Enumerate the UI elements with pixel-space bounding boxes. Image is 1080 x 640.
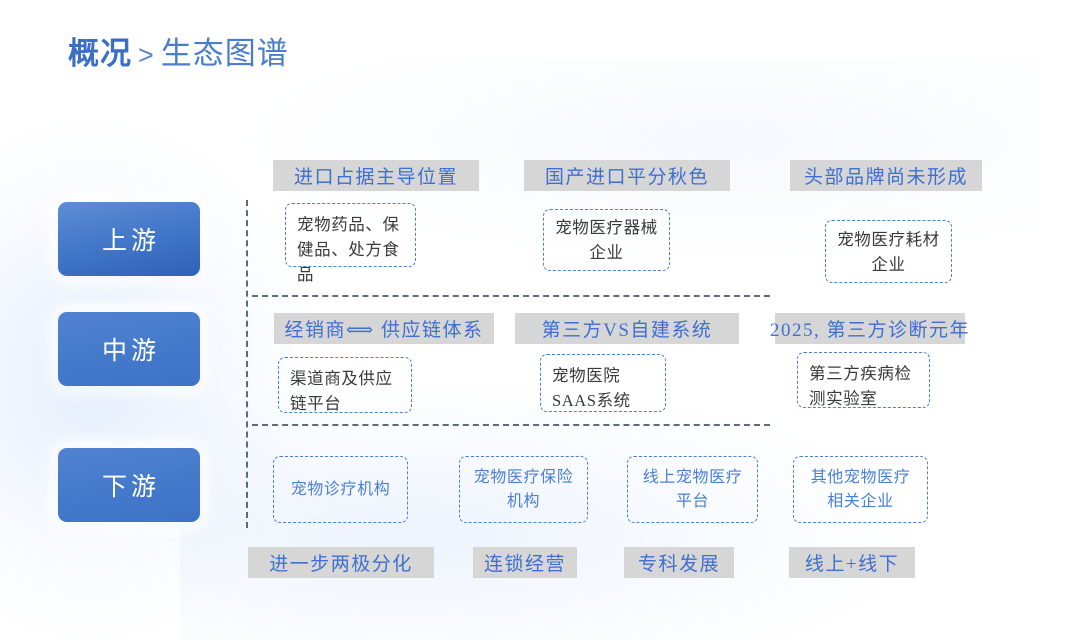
midstream-node-2[interactable]: 宠物医院SAAS系统 bbox=[540, 354, 666, 412]
stage-pill-midstream[interactable]: 中游 bbox=[58, 312, 200, 386]
downstream-node-3[interactable]: 线上宠物医疗平台 bbox=[627, 456, 758, 523]
downstream-node-2[interactable]: 宠物医疗保险机构 bbox=[459, 456, 588, 523]
vertical-divider bbox=[246, 200, 248, 528]
midstream-node-3[interactable]: 第三方疾病检测实验室 bbox=[797, 352, 930, 408]
downstream-footer-chip-2[interactable]: 连锁经营 bbox=[473, 547, 577, 578]
page-title-sub: 生态图谱 bbox=[160, 36, 289, 71]
horizontal-divider-lower bbox=[252, 424, 770, 426]
downstream-node-1[interactable]: 宠物诊疗机构 bbox=[273, 456, 408, 523]
upstream-node-3[interactable]: 宠物医疗耗材企业 bbox=[825, 220, 952, 283]
downstream-footer-chip-4[interactable]: 线上+线下 bbox=[789, 547, 915, 578]
breadcrumb-separator-icon: > bbox=[138, 40, 155, 70]
ecosystem-diagram: 上游 中游 下游 进口占据主导位置 国产进口平分秋色 头部品牌尚未形成 宠物药品… bbox=[58, 160, 982, 578]
upstream-node-2[interactable]: 宠物医疗器械企业 bbox=[543, 209, 670, 271]
downstream-footer-chip-3[interactable]: 专科发展 bbox=[624, 547, 734, 578]
stage-pill-upstream[interactable]: 上游 bbox=[58, 202, 200, 276]
midstream-node-1[interactable]: 渠道商及供应链平台 bbox=[278, 357, 412, 413]
page-title-main: 概况 bbox=[68, 36, 132, 71]
midstream-header-chip-1[interactable]: 经销商⟺ 供应链体系 bbox=[274, 313, 494, 344]
upstream-node-1[interactable]: 宠物药品、保健品、处方食品 bbox=[285, 203, 416, 284]
stage-pill-downstream[interactable]: 下游 bbox=[58, 448, 200, 522]
downstream-node-4[interactable]: 其他宠物医疗相关企业 bbox=[793, 456, 928, 523]
stage-pill-downstream-label: 下游 bbox=[101, 474, 160, 501]
upstream-header-chip-3[interactable]: 头部品牌尚未形成 bbox=[790, 160, 982, 191]
midstream-header-chip-3[interactable]: 2025, 第三方诊断元年 bbox=[770, 313, 969, 344]
downstream-footer-chip-1[interactable]: 进一步两极分化 bbox=[248, 547, 434, 578]
horizontal-divider-upper bbox=[252, 295, 770, 297]
midstream-header-chip-2[interactable]: 第三方VS自建系统 bbox=[515, 313, 739, 344]
upstream-header-chip-1[interactable]: 进口占据主导位置 bbox=[273, 160, 479, 191]
page-title: 概况>生态图谱 bbox=[68, 32, 289, 77]
stage-pill-upstream-label: 上游 bbox=[101, 228, 160, 255]
stage-pill-midstream-label: 中游 bbox=[101, 338, 160, 365]
upstream-header-chip-2[interactable]: 国产进口平分秋色 bbox=[524, 160, 730, 191]
